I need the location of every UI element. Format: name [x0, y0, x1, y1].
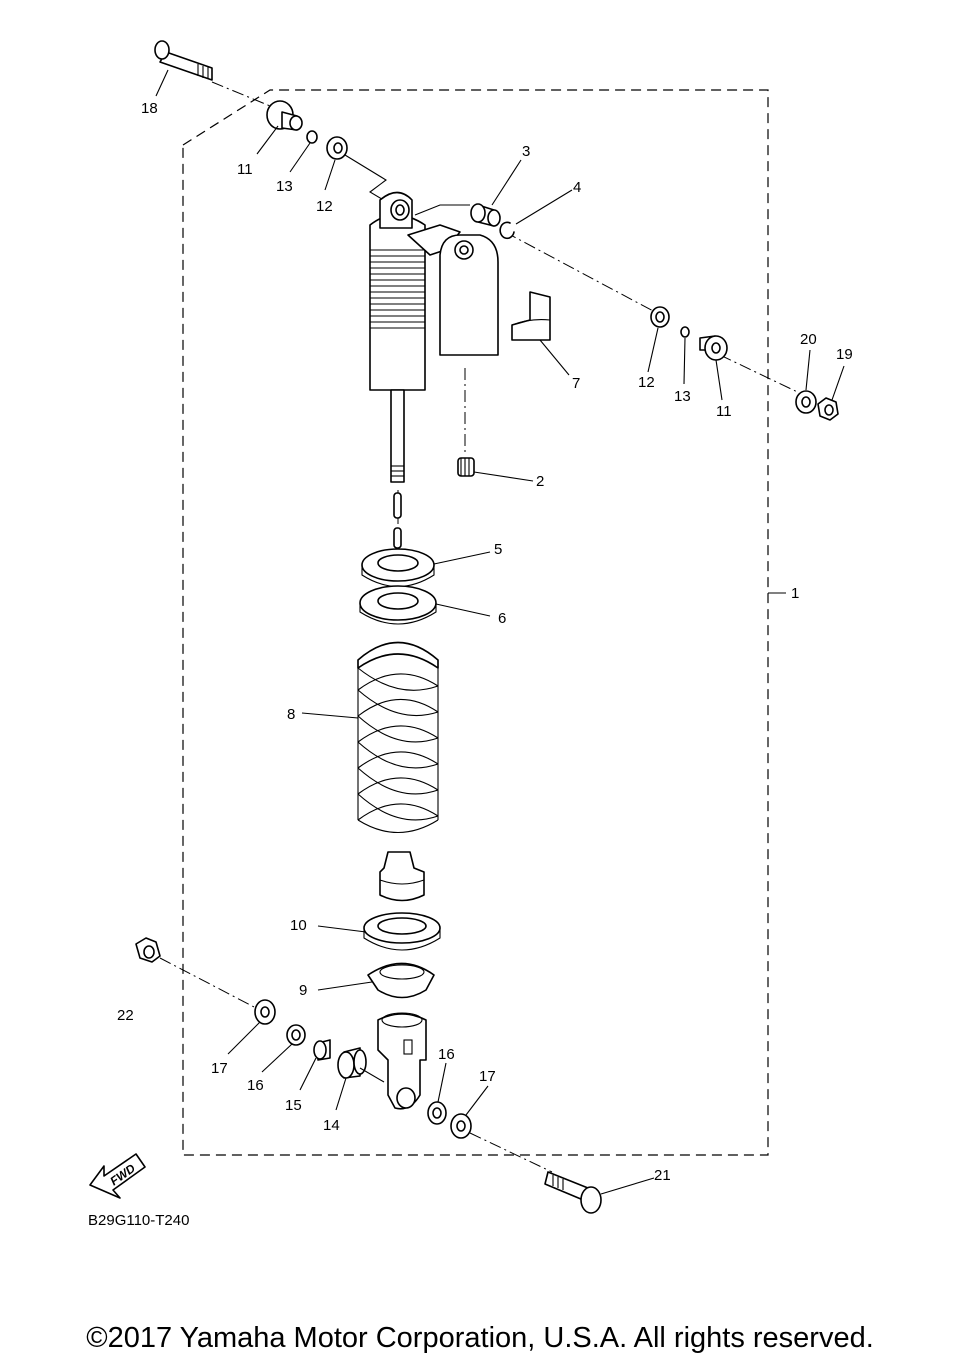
axis-line: [211, 81, 276, 109]
spring-seat-10: [363, 912, 441, 951]
spring-8: [357, 641, 439, 834]
shock-absorber-body: [369, 191, 499, 483]
bushing-15: [313, 1039, 331, 1061]
washer-17-left: [254, 999, 276, 1025]
axis-line: [504, 231, 656, 313]
collar-11-right: [699, 335, 728, 361]
band-7: [511, 291, 551, 341]
callout-5: 5: [494, 541, 502, 558]
axis-line: [469, 1132, 553, 1173]
callout-21: 21: [654, 1167, 671, 1184]
nut-19: [817, 397, 839, 421]
callout-17-right: 17: [479, 1068, 496, 1085]
o-ring-13-right: [680, 326, 690, 338]
callout-17-left: 17: [211, 1060, 228, 1077]
diagram-code: B29G110-T240: [88, 1212, 190, 1229]
callout-11-right: 11: [716, 403, 732, 420]
collar-16-right: [427, 1101, 447, 1125]
callout-10: 10: [290, 917, 307, 934]
lower-clevis: [377, 1012, 427, 1110]
callout-11-top: 11: [237, 161, 253, 178]
exploded-parts-diagram: FWD 1 2 3 4 5 6 7 8 9 10 11 1: [89, 40, 853, 1214]
forward-direction-badge: FWD: [89, 1153, 146, 1199]
callout-14: 14: [323, 1117, 340, 1134]
callout-7: 7: [572, 375, 580, 392]
oil-seal-12-top: [326, 136, 348, 160]
copyright-notice: ©2017 Yamaha Motor Corporation, U.S.A. A…: [86, 1322, 874, 1354]
ring-nut-5: [361, 548, 435, 587]
leader-lines: [155, 69, 845, 1195]
callout-8: 8: [287, 706, 295, 723]
washer-17-right: [450, 1113, 472, 1139]
bolt-21: [544, 1171, 602, 1214]
circlip-4: [499, 221, 515, 240]
bearing-14: [337, 1047, 367, 1079]
callout-9: 9: [299, 982, 307, 999]
nut-22: [135, 937, 161, 963]
callout-2: 2: [536, 473, 544, 490]
callout-4: 4: [573, 179, 581, 196]
bushing-3: [470, 203, 501, 227]
callout-19: 19: [836, 346, 853, 363]
cap-2: [457, 457, 475, 477]
axis-line: [159, 957, 257, 1009]
callout-16-left: 16: [247, 1077, 264, 1094]
collar-16-left: [286, 1024, 306, 1046]
o-ring-13-top: [306, 130, 318, 144]
bump-stop: [379, 851, 425, 902]
callout-13-top: 13: [276, 178, 293, 195]
axis-line: [719, 354, 811, 399]
callout-3: 3: [522, 143, 530, 160]
bolt-18: [154, 40, 213, 81]
callout-13-right: 13: [674, 388, 691, 405]
callout-15: 15: [285, 1097, 302, 1114]
washer-20: [795, 390, 817, 414]
spring-guide-9: [367, 962, 435, 999]
callout-6: 6: [498, 610, 506, 627]
callout-1: 1: [791, 585, 799, 602]
callout-12-right: 12: [638, 374, 655, 391]
callout-16-right: 16: [438, 1046, 455, 1063]
pin: [393, 492, 402, 519]
pin: [393, 527, 402, 549]
callout-20: 20: [800, 331, 817, 348]
callout-12-top: 12: [316, 198, 333, 215]
oil-seal-12-right: [650, 306, 670, 328]
callout-22: 22: [117, 1007, 134, 1024]
callout-18: 18: [141, 100, 158, 117]
assembly-boundary: [182, 89, 769, 1156]
collar-11-top: [266, 100, 303, 131]
ring-nut-6: [359, 585, 437, 625]
